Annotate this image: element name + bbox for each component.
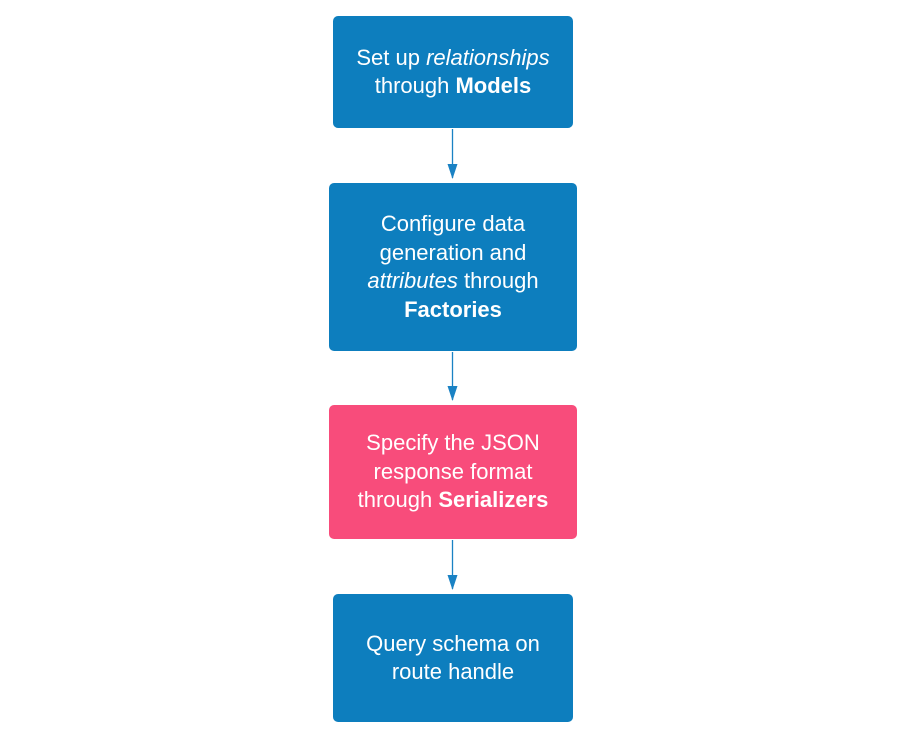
text-run: Configure data	[380, 211, 526, 236]
step-route-handle: Query schema on route handle	[333, 594, 573, 722]
text-run: through	[357, 487, 439, 513]
step-text-line: response format	[358, 458, 549, 487]
step-text-line: Configure data	[367, 210, 538, 239]
arrowhead-icon	[447, 164, 458, 179]
text-run: Query schema on	[366, 630, 540, 656]
step-text-line: attributes through	[367, 267, 538, 296]
text-run-italic: relationships	[426, 44, 550, 70]
step-text-line: Query schema on	[366, 630, 540, 659]
text-run: response format	[373, 458, 533, 484]
text-run: through	[374, 73, 456, 98]
text-run-italic: attributes	[367, 268, 458, 293]
step-text-line: Set up relationships	[356, 44, 549, 73]
arrow-serializers-to-route-handle	[447, 540, 458, 590]
arrowhead-icon	[447, 575, 458, 590]
arrow-factories-to-serializers	[447, 352, 458, 401]
text-run-bold: Serializers	[438, 487, 549, 513]
text-run: generation and	[379, 239, 527, 265]
text-run-bold: Models	[455, 73, 532, 98]
step-text-line: route handle	[366, 658, 540, 687]
step-text-line: generation and	[367, 239, 538, 268]
step-text-line: through Models	[356, 72, 549, 101]
text-run-bold: Factories	[404, 296, 502, 322]
text-run: Set up	[356, 44, 427, 70]
step-text-line: Specify the JSON	[358, 429, 549, 458]
text-run: through	[457, 268, 539, 293]
arrow-models-to-factories	[447, 129, 458, 179]
text-run: Specify the JSON	[366, 430, 540, 456]
step-route-handle-text: Query schema on route handle	[366, 630, 540, 687]
text-run: route handle	[391, 659, 515, 684]
arrowhead-icon	[447, 386, 458, 401]
step-text-line: Factories	[367, 296, 538, 325]
step-text-line: through Serializers	[358, 486, 549, 515]
